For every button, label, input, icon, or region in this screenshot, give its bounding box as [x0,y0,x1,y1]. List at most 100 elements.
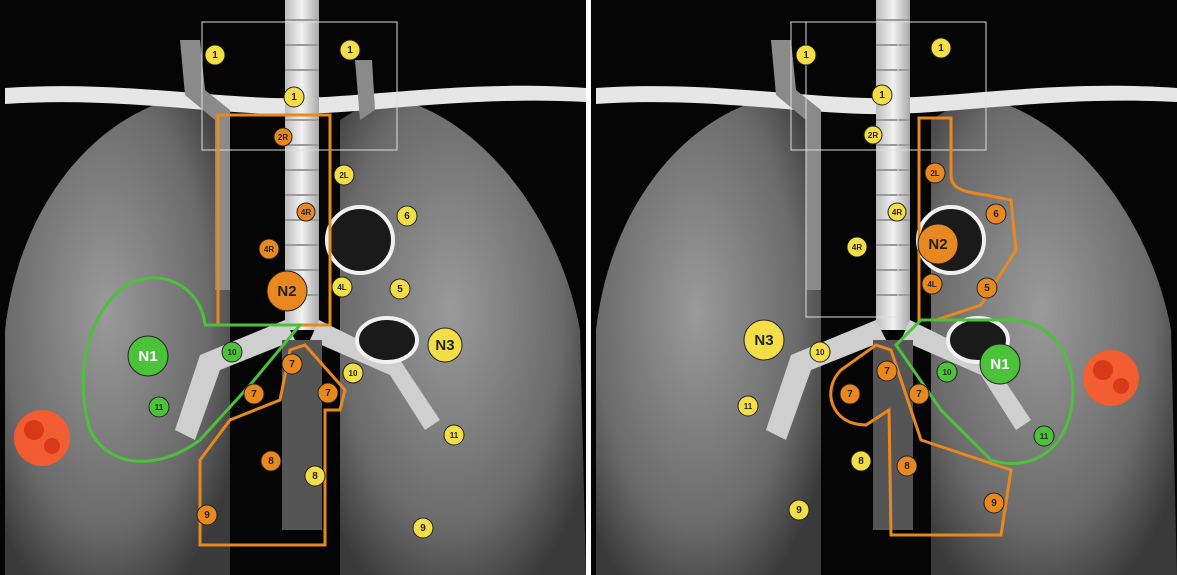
station-label: N1 [990,356,1009,373]
station-2r-marker: 2R [864,126,882,144]
station-7-marker: 7 [318,383,338,403]
station-label: 7 [916,389,922,400]
station-label: 8 [268,456,274,467]
station-1-marker: 1 [205,45,225,65]
station-label: 5 [397,284,403,295]
station-label: N3 [754,332,773,349]
station-7-marker: 7 [877,361,897,381]
station-label: N3 [435,337,454,354]
station-6-marker: 6 [986,204,1006,224]
node-n1: N1 [980,344,1020,384]
station-5-marker: 5 [390,279,410,299]
station-11-marker: 11 [444,425,464,445]
station-label: 1 [291,92,297,103]
node-n2: N2 [267,271,307,311]
station-label: 11 [1040,432,1049,441]
station-label: 5 [984,283,990,294]
station-5-marker: 5 [977,278,997,298]
station-2r-marker: 2R [274,128,292,146]
station-7-marker: 7 [244,384,264,404]
aortic-arch [327,207,393,273]
station-label: 7 [251,389,257,400]
station-label: 4L [337,283,346,292]
station-label: N2 [277,283,296,300]
tumor-mass [1083,350,1139,406]
station-1-marker: 1 [872,85,892,105]
station-11-marker: 11 [149,397,169,417]
station-label: 1 [347,45,353,56]
station-1-marker: 1 [931,38,951,58]
station-4r-marker: 4R [259,239,279,259]
station-label: 7 [289,359,295,370]
station-2l-marker: 2L [334,165,354,185]
station-8-marker: 8 [897,456,917,476]
station-label: N1 [138,348,157,365]
station-11-marker: 11 [738,396,758,416]
station-9-marker: 9 [984,493,1004,513]
station-label: 9 [796,505,802,516]
station-label: 6 [404,211,410,222]
station-label: 8 [904,461,910,472]
station-10-marker: 10 [937,362,957,382]
trachea [876,0,910,330]
station-4l-marker: 4L [332,277,352,297]
node-n3: N3 [428,328,462,362]
station-label: 4R [301,208,311,217]
station-label: 9 [991,498,997,509]
station-4r-marker: 4R [297,203,315,221]
station-4r-marker: 4R [847,237,867,257]
station-label: N2 [928,236,947,253]
station-label: 2R [278,133,288,142]
station-1-marker: 1 [796,45,816,65]
station-9-marker: 9 [197,505,217,525]
station-label: 10 [349,369,358,378]
station-label: 4R [264,245,274,254]
station-label: 9 [420,523,426,534]
station-label: 11 [450,431,459,440]
station-11-marker: 11 [1034,426,1054,446]
station-1-marker: 1 [340,40,360,60]
station-10-marker: 10 [343,363,363,383]
station-9-marker: 9 [789,500,809,520]
station-label: 7 [847,389,853,400]
station-label: 2L [339,171,348,180]
station-8-marker: 8 [851,451,871,471]
station-label: 1 [212,50,218,61]
station-label: 10 [816,348,825,357]
station-8-marker: 8 [305,466,325,486]
tumor-mass [14,410,70,466]
station-label: 11 [155,403,164,412]
node-n2: N2 [918,224,958,264]
station-label: 6 [993,209,999,220]
pulmonary-artery [357,318,417,362]
station-label: 8 [312,471,318,482]
station-7-marker: 7 [840,384,860,404]
station-label: 1 [803,50,809,61]
station-label: 4R [852,243,862,252]
station-2l-marker: 2L [925,163,945,183]
station-label: 2R [868,131,878,140]
station-label: 4L [927,280,936,289]
station-1-marker: 1 [284,87,304,107]
station-6-marker: 6 [397,206,417,226]
station-label: 10 [943,368,952,377]
station-label: 7 [325,388,331,399]
station-label: 11 [744,402,753,411]
station-label: 8 [858,456,864,467]
station-10-marker: 10 [810,342,830,362]
station-10-marker: 10 [222,342,242,362]
station-4l-marker: 4L [922,274,942,294]
station-7-marker: 7 [282,354,302,374]
node-n1: N1 [128,336,168,376]
node-n3: N3 [744,320,784,360]
station-label: 10 [228,348,237,357]
station-label: 1 [938,43,944,54]
station-8-marker: 8 [261,451,281,471]
station-label: 1 [879,90,885,101]
station-label: 9 [204,510,210,521]
station-label: 2L [930,169,939,178]
station-label: 4R [892,208,902,217]
station-4r-marker: 4R [888,203,906,221]
